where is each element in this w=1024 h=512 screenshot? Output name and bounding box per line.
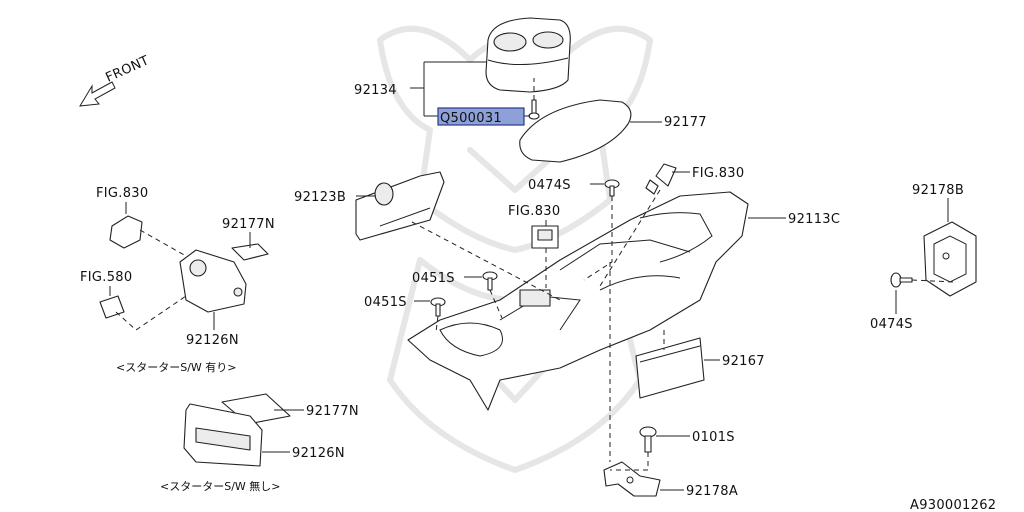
- label-92177n-a[interactable]: 92177N: [222, 217, 275, 232]
- label-0451s-a[interactable]: 0451S: [412, 271, 455, 286]
- label-92167[interactable]: 92167: [722, 354, 765, 369]
- label-0101s[interactable]: 0101S: [692, 430, 735, 445]
- screw-q500031: [528, 99, 540, 120]
- label-92178a[interactable]: 92178A: [686, 484, 738, 499]
- leader-lines: [109, 61, 949, 491]
- drawing-number: A930001262: [910, 498, 996, 512]
- label-0451s-b[interactable]: 0451S: [364, 295, 407, 310]
- label-92126n-b[interactable]: 92126N: [292, 446, 345, 461]
- screw-0474s-top: [604, 179, 620, 197]
- no-starter-assembly: [183, 393, 291, 467]
- label-q500031[interactable]: Q500031: [440, 111, 502, 126]
- cup-holder-part: [485, 17, 571, 93]
- label-92113c[interactable]: 92113C: [788, 212, 840, 227]
- label-92134[interactable]: 92134: [354, 83, 397, 98]
- label-92123b[interactable]: 92123B: [294, 190, 346, 205]
- label-92178b[interactable]: 92178B: [912, 183, 964, 198]
- label-0474s-right[interactable]: 0474S: [870, 317, 913, 332]
- center-console-part: [407, 191, 749, 411]
- connector-fig830-top: [645, 163, 677, 195]
- front-arrow: FRONT: [79, 53, 152, 107]
- assembly-lines: [115, 78, 955, 471]
- label-fig580[interactable]: FIG.580: [80, 270, 132, 285]
- caption-without-starter: <スターターS/W 無し>: [160, 479, 281, 493]
- front-label: FRONT: [104, 53, 152, 85]
- caption-with-starter: <スターターS/W 有り>: [116, 360, 237, 374]
- side-panel-92123b: [355, 171, 445, 241]
- bracket-92178b: [923, 221, 977, 297]
- label-92177n-b[interactable]: 92177N: [306, 404, 359, 419]
- starter-switch-assembly: [99, 215, 269, 319]
- label-fig830-mid[interactable]: FIG.830: [508, 204, 560, 219]
- screw-0451s-b: [430, 297, 446, 317]
- screw-0474s-right: [890, 272, 913, 288]
- highlight-box: [437, 107, 525, 126]
- label-92177[interactable]: 92177: [664, 115, 707, 130]
- label-fig830-top[interactable]: FIG.830: [692, 166, 744, 181]
- label-92126n-a[interactable]: 92126N: [186, 333, 239, 348]
- label-fig830-left[interactable]: FIG.830: [96, 186, 148, 201]
- bracket-92178a: [603, 461, 661, 497]
- label-0474s-top[interactable]: 0474S: [528, 178, 571, 193]
- switch-fig830-mid: [531, 225, 559, 249]
- screw-0451s-a: [482, 271, 498, 291]
- pad-part-92167: [635, 337, 705, 399]
- bolt-0101s: [639, 426, 657, 453]
- mat-part-92177: [519, 99, 632, 163]
